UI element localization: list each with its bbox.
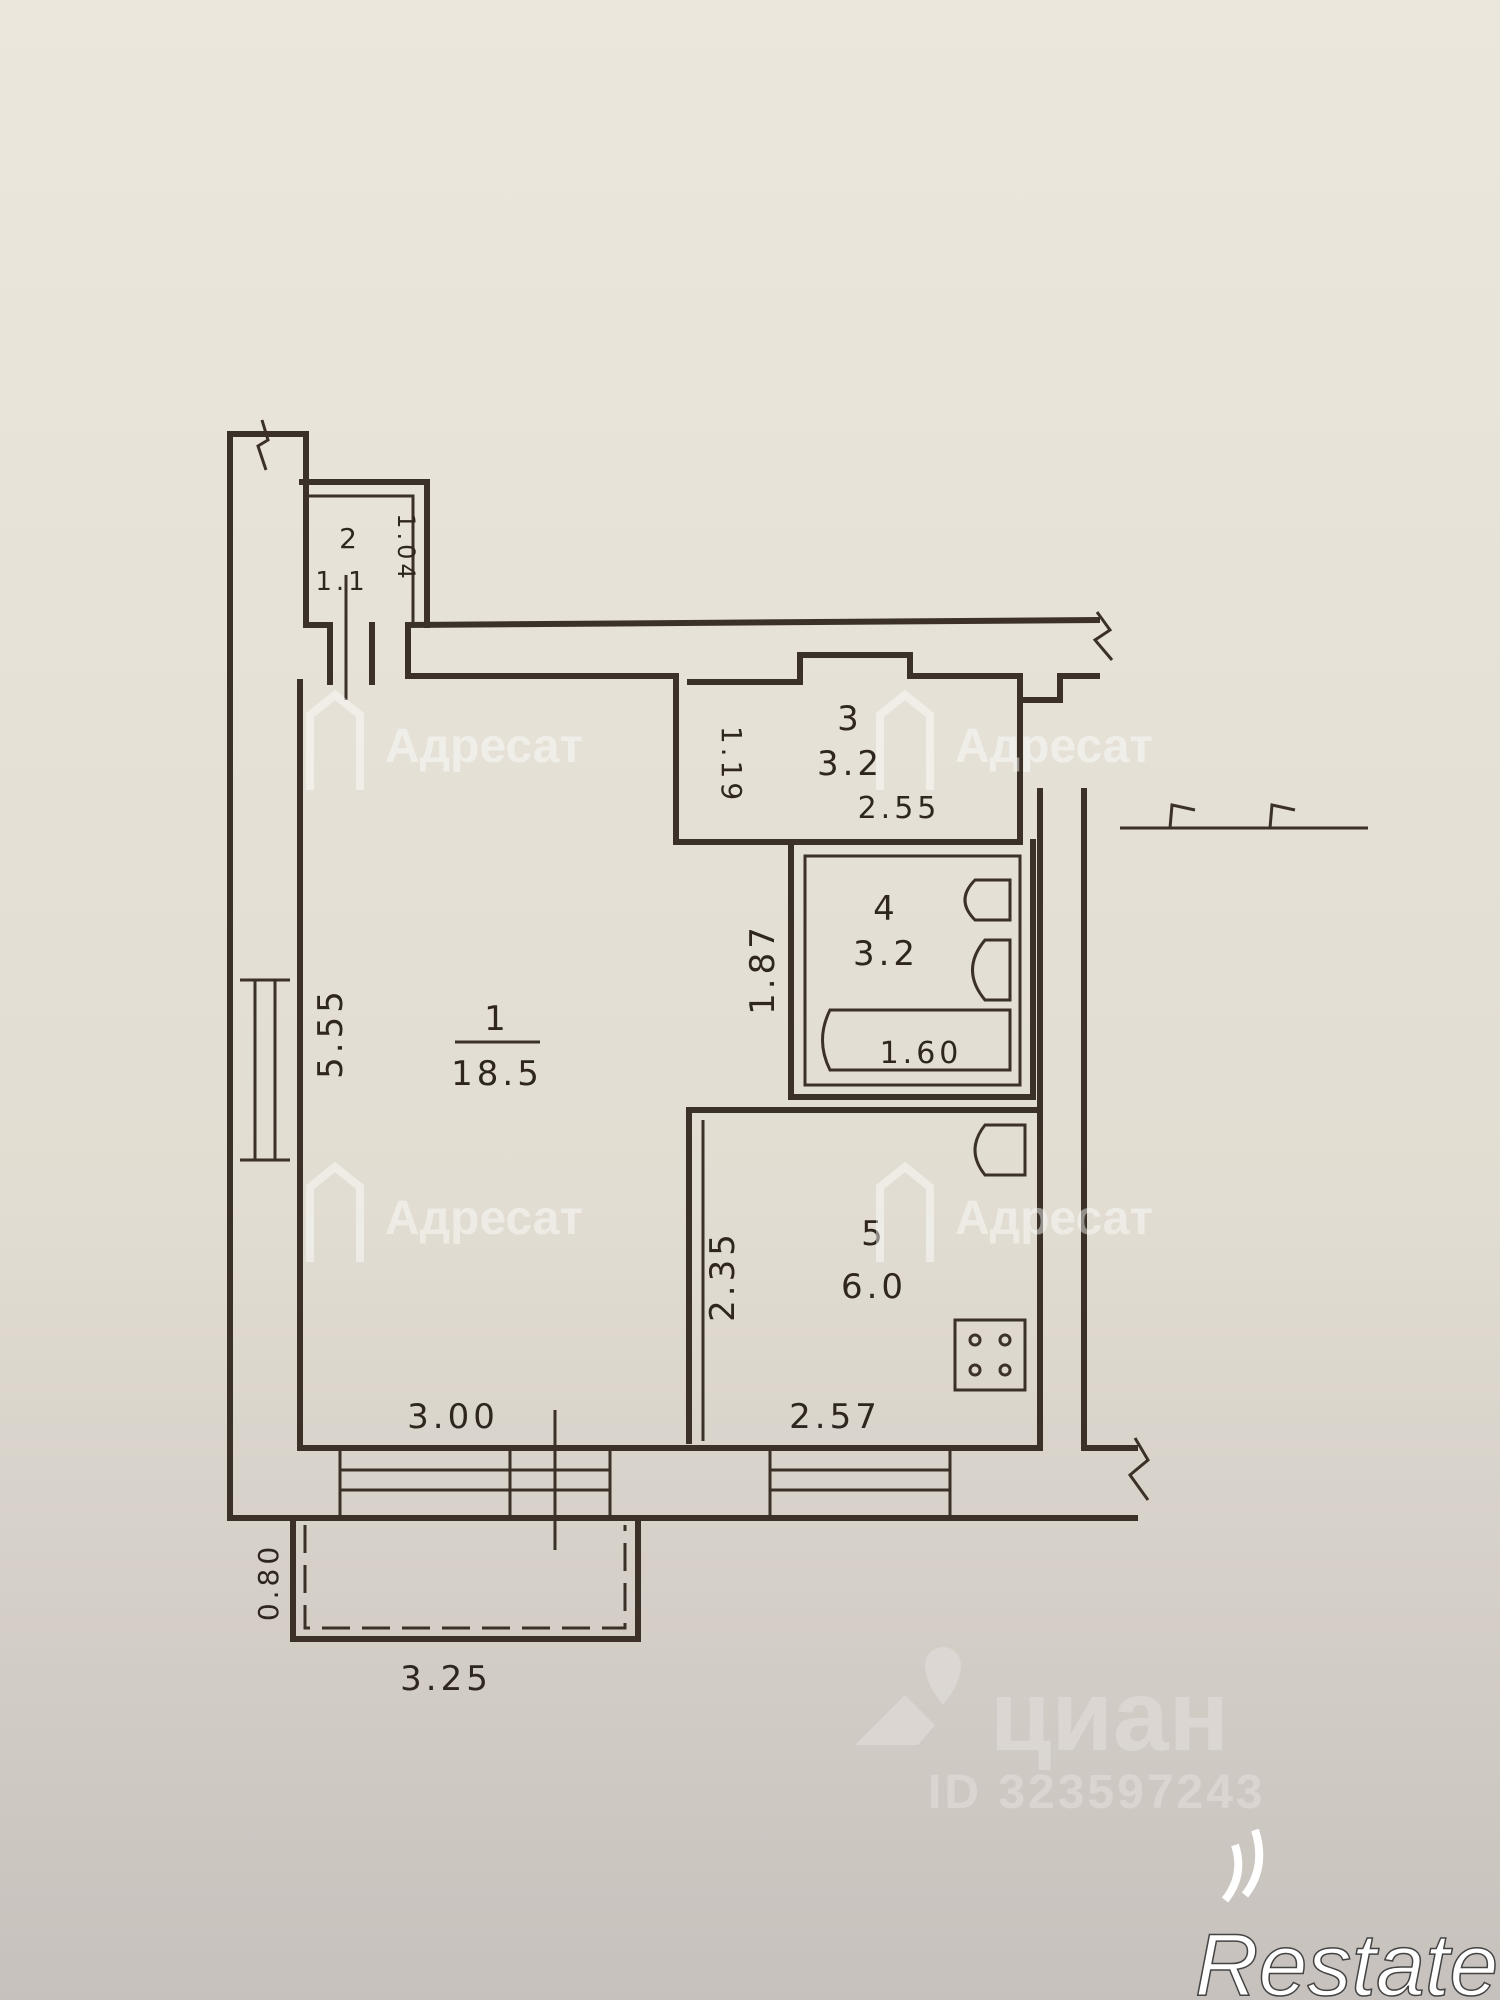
room-labels: 1 18.5 2 1.1 3 3.2 4 3.2 5 6.0: [315, 522, 919, 1307]
room-1-number: 1: [484, 999, 510, 1039]
dim-balcony-depth: 0.80: [252, 1543, 285, 1621]
agency-watermark: Адресат: [876, 1161, 1153, 1262]
agency-watermark: Адресат: [306, 1161, 583, 1262]
dim-balcony-width: 3.25: [400, 1659, 492, 1699]
dim-room5-height: 2.35: [703, 1230, 743, 1322]
dim-room3-width: 2.55: [858, 791, 941, 826]
house-icon: [306, 1161, 364, 1262]
agency-watermark: Адресат: [306, 689, 583, 790]
room-2-area: 1.1: [315, 567, 368, 597]
svg-text:циан: циан: [990, 1660, 1229, 1772]
location-pin-icon: [925, 1647, 961, 1705]
house-icon: [876, 689, 934, 790]
dim-room1-width: 3.00: [407, 1397, 499, 1437]
svg-text:Адресат: Адресат: [955, 1192, 1153, 1245]
svg-text:Restate: Restate: [1195, 1915, 1498, 2000]
house-icon: [306, 689, 364, 790]
svg-text:Адресат: Адресат: [385, 720, 583, 773]
svg-text:Адресат: Адресат: [385, 1192, 583, 1245]
agency-watermarks: Адресат Адресат Адресат Адресат: [306, 689, 1153, 1262]
cian-watermark: циан ID 323597243: [855, 1647, 1266, 1819]
room-3-area: 3.2: [817, 744, 883, 784]
dim-room4-height: 1.87: [743, 923, 783, 1015]
room-4-number: 4: [873, 889, 899, 929]
svg-text:Адресат: Адресат: [955, 720, 1153, 773]
dim-room3-height: 1.19: [715, 726, 748, 804]
dim-room2-side: 1.04: [392, 513, 420, 582]
agency-watermark: Адресат: [876, 689, 1153, 790]
dim-room5-width: 2.57: [789, 1397, 881, 1437]
room-3-number: 3: [837, 699, 863, 739]
house-icon: [876, 1161, 934, 1262]
room-2-number: 2: [339, 522, 361, 555]
restate-logo: Restate: [1194, 1828, 1499, 2000]
room-1-area: 18.5: [451, 1054, 543, 1094]
svg-text:ID 323597243: ID 323597243: [928, 1766, 1266, 1819]
room-5-area: 6.0: [841, 1267, 907, 1307]
dim-room4-bath: 1.60: [880, 1036, 963, 1071]
room-4-area: 3.2: [853, 934, 919, 974]
walls: [227, 419, 1368, 1642]
dimension-labels: 5.55 3.00 1.04 1.19 2.55 1.87 1.60 2.35 …: [252, 513, 963, 1699]
room-5-number: 5: [861, 1214, 887, 1254]
dim-room1-height: 5.55: [311, 987, 351, 1079]
